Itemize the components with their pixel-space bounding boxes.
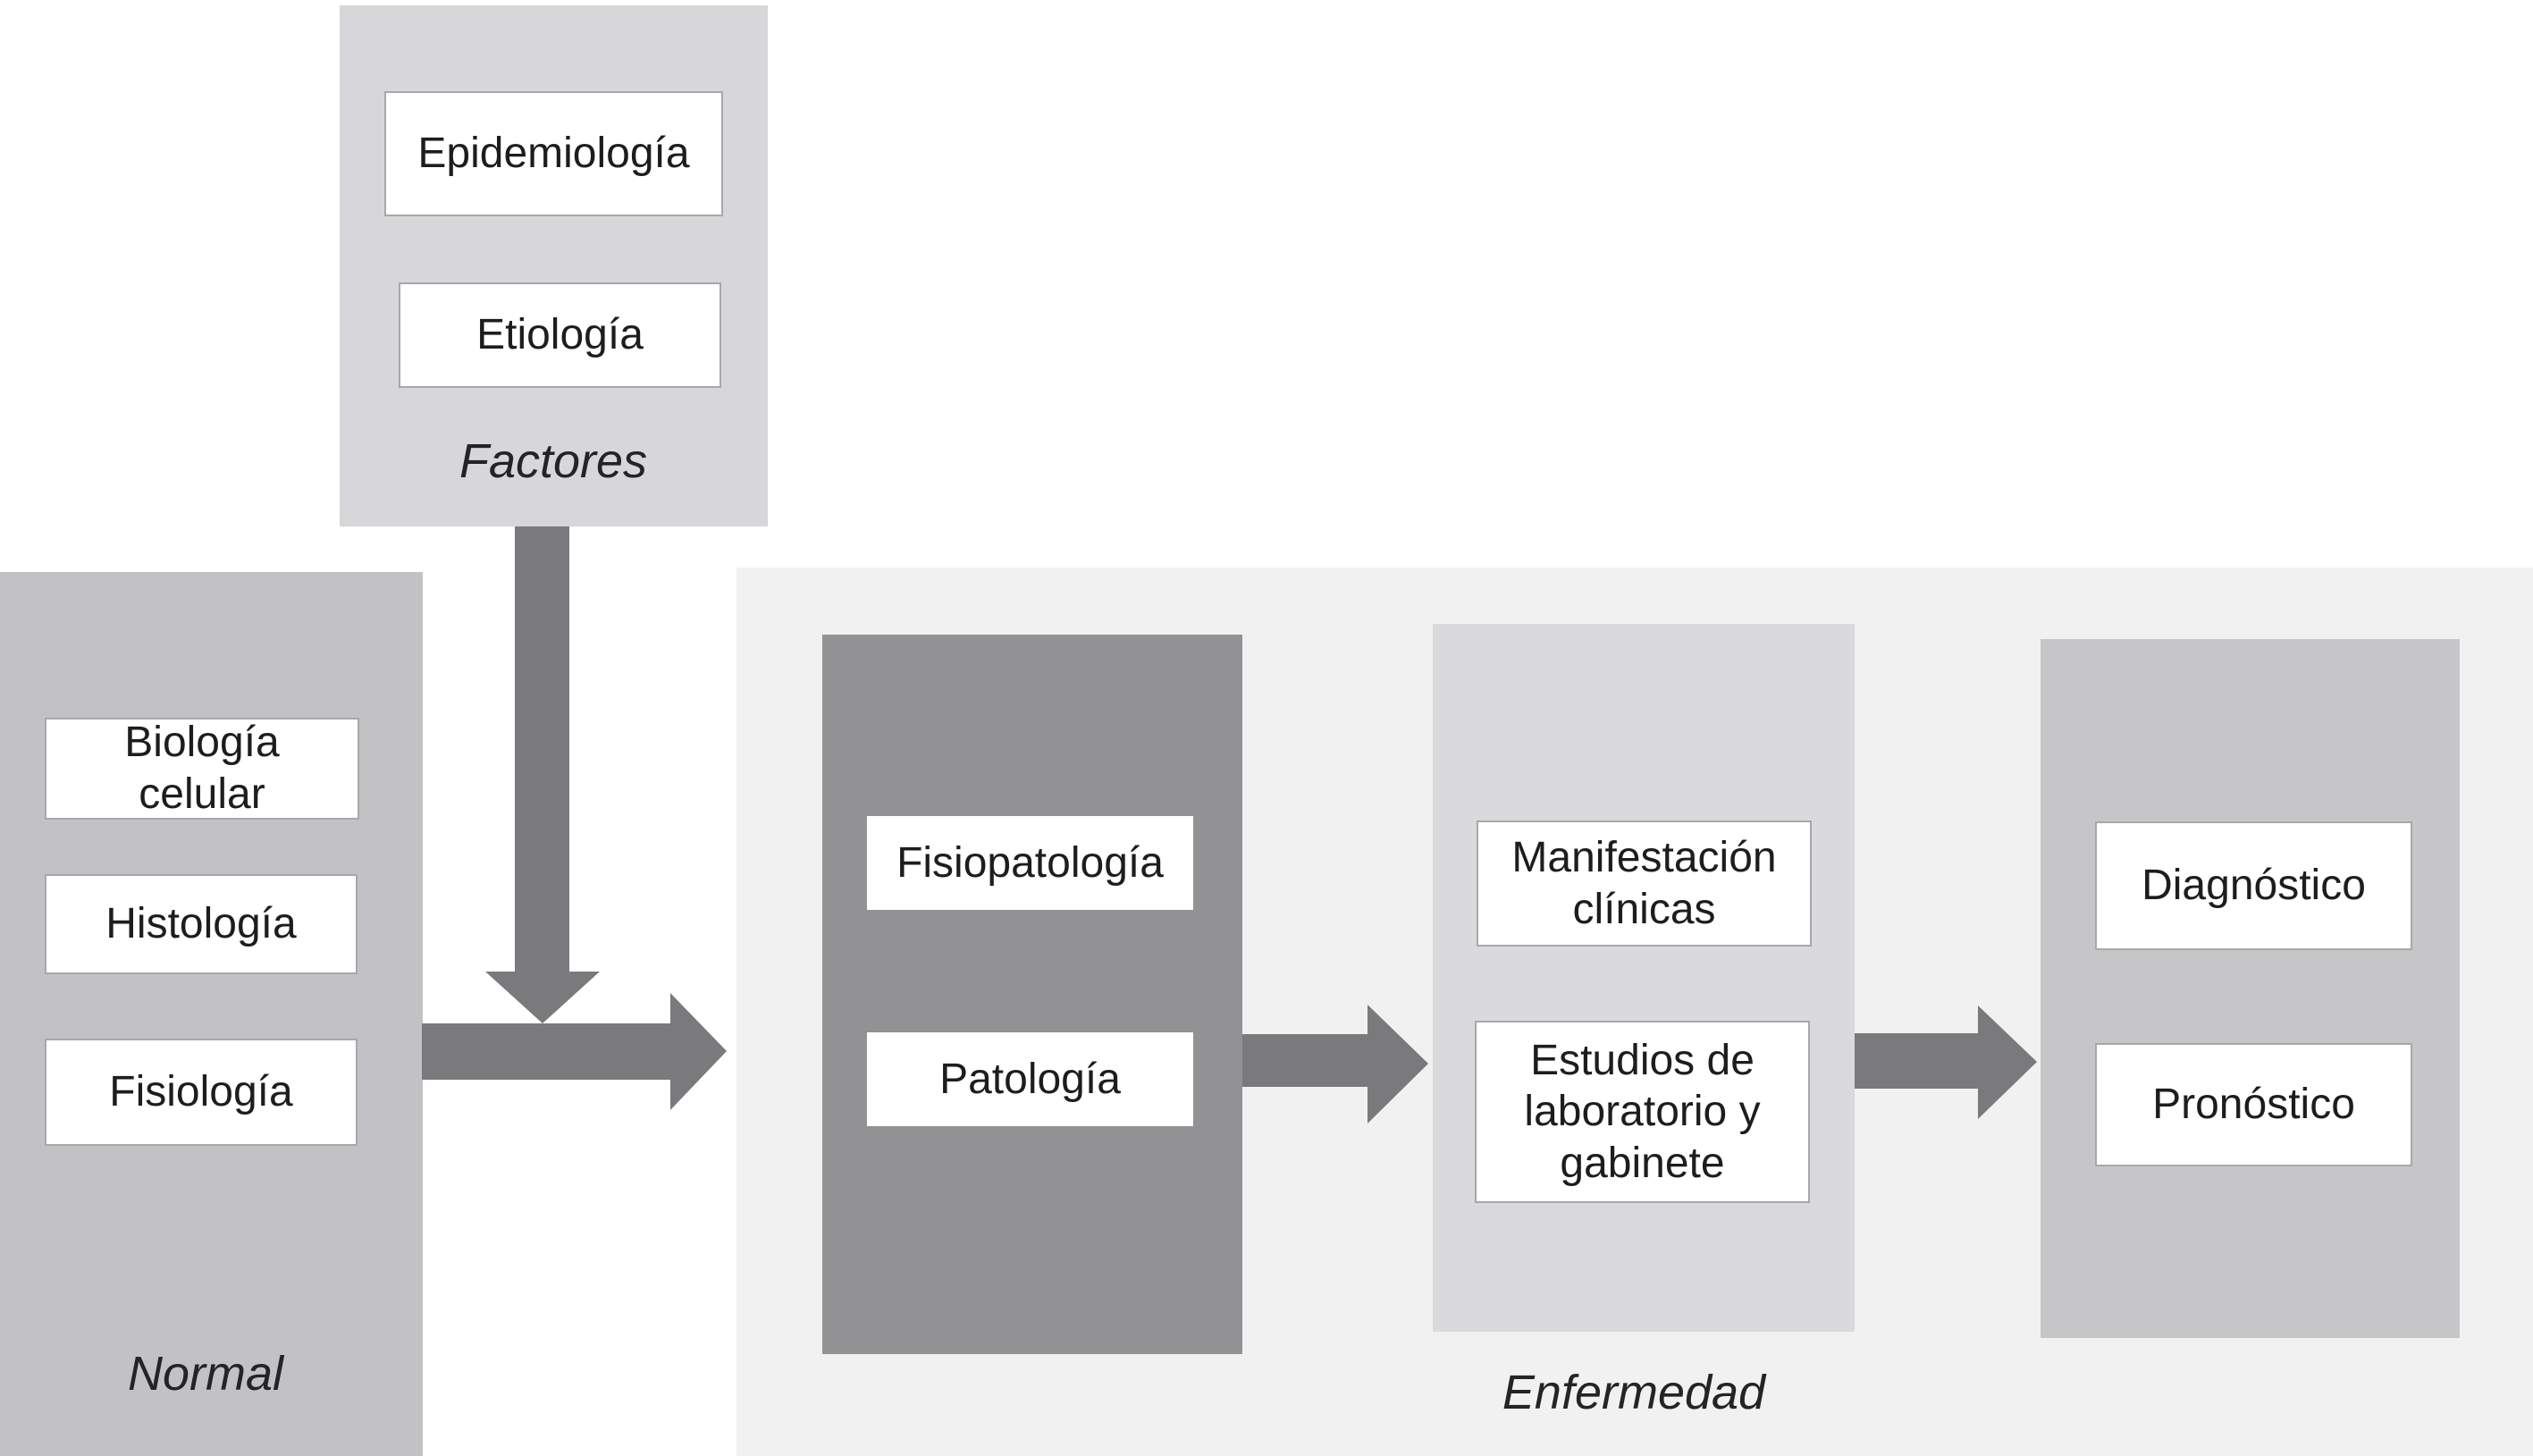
arrow-factores-down-stem	[515, 526, 569, 972]
manifestacion-clinicas-label: Manifestación clínicas	[1511, 833, 1777, 933]
arrow-patologia-to-clinica-stem	[1242, 1034, 1367, 1087]
fisiopatologia-box: Fisiopatología	[867, 816, 1193, 910]
pronostico-label: Pronóstico	[2152, 1081, 2355, 1129]
enfermedad-caption: Enfermedad	[1502, 1366, 1766, 1419]
patologia-box: Patología	[867, 1032, 1193, 1126]
biologia-celular-label: Biología celular	[124, 719, 280, 818]
arrow-normal-to-enfermedad-head-icon	[670, 993, 727, 1110]
arrow-clinica-to-resultado-stem	[1855, 1033, 1978, 1089]
fisiologia-box: Fisiología	[45, 1039, 358, 1146]
epidemiologia-label: Epidemiología	[417, 130, 690, 178]
diagnostico-label: Diagnóstico	[2142, 862, 2366, 910]
arrow-factores-down-head-icon	[485, 972, 600, 1023]
factores-caption: Factores	[459, 434, 648, 488]
estudios-laboratorio-label: Estudios de laboratorio y gabinete	[1524, 1036, 1761, 1187]
histologia-label: Histología	[105, 900, 297, 948]
pronostico-box: Pronóstico	[2095, 1043, 2412, 1166]
normal-panel	[0, 572, 423, 1456]
normal-caption: Normal	[127, 1347, 284, 1401]
fisiologia-label: Fisiología	[109, 1068, 293, 1116]
factores-panel: Epidemiología Etiología	[340, 5, 768, 526]
etiologia-label: Etiología	[476, 311, 644, 359]
histologia-box: Histología	[45, 874, 358, 974]
arrow-normal-to-enfermedad-stem	[422, 1023, 670, 1080]
estudios-laboratorio-box: Estudios de laboratorio y gabinete	[1475, 1021, 1810, 1203]
fisiopatologia-label: Fisiopatología	[896, 838, 1164, 887]
patologia-panel	[822, 635, 1242, 1354]
arrow-clinica-to-resultado-head-icon	[1978, 1006, 2037, 1119]
patologia-label: Patología	[939, 1055, 1121, 1103]
epidemiologia-box: Epidemiología	[384, 91, 723, 216]
biologia-celular-box: Biología celular	[45, 718, 359, 820]
diagnostico-box: Diagnóstico	[2095, 821, 2412, 950]
etiologia-box: Etiología	[399, 282, 721, 388]
resultado-panel	[2041, 639, 2460, 1338]
clinica-panel	[1433, 624, 1855, 1332]
arrow-patologia-to-clinica-head-icon	[1367, 1005, 1428, 1124]
manifestacion-clinicas-box: Manifestación clínicas	[1477, 821, 1812, 947]
